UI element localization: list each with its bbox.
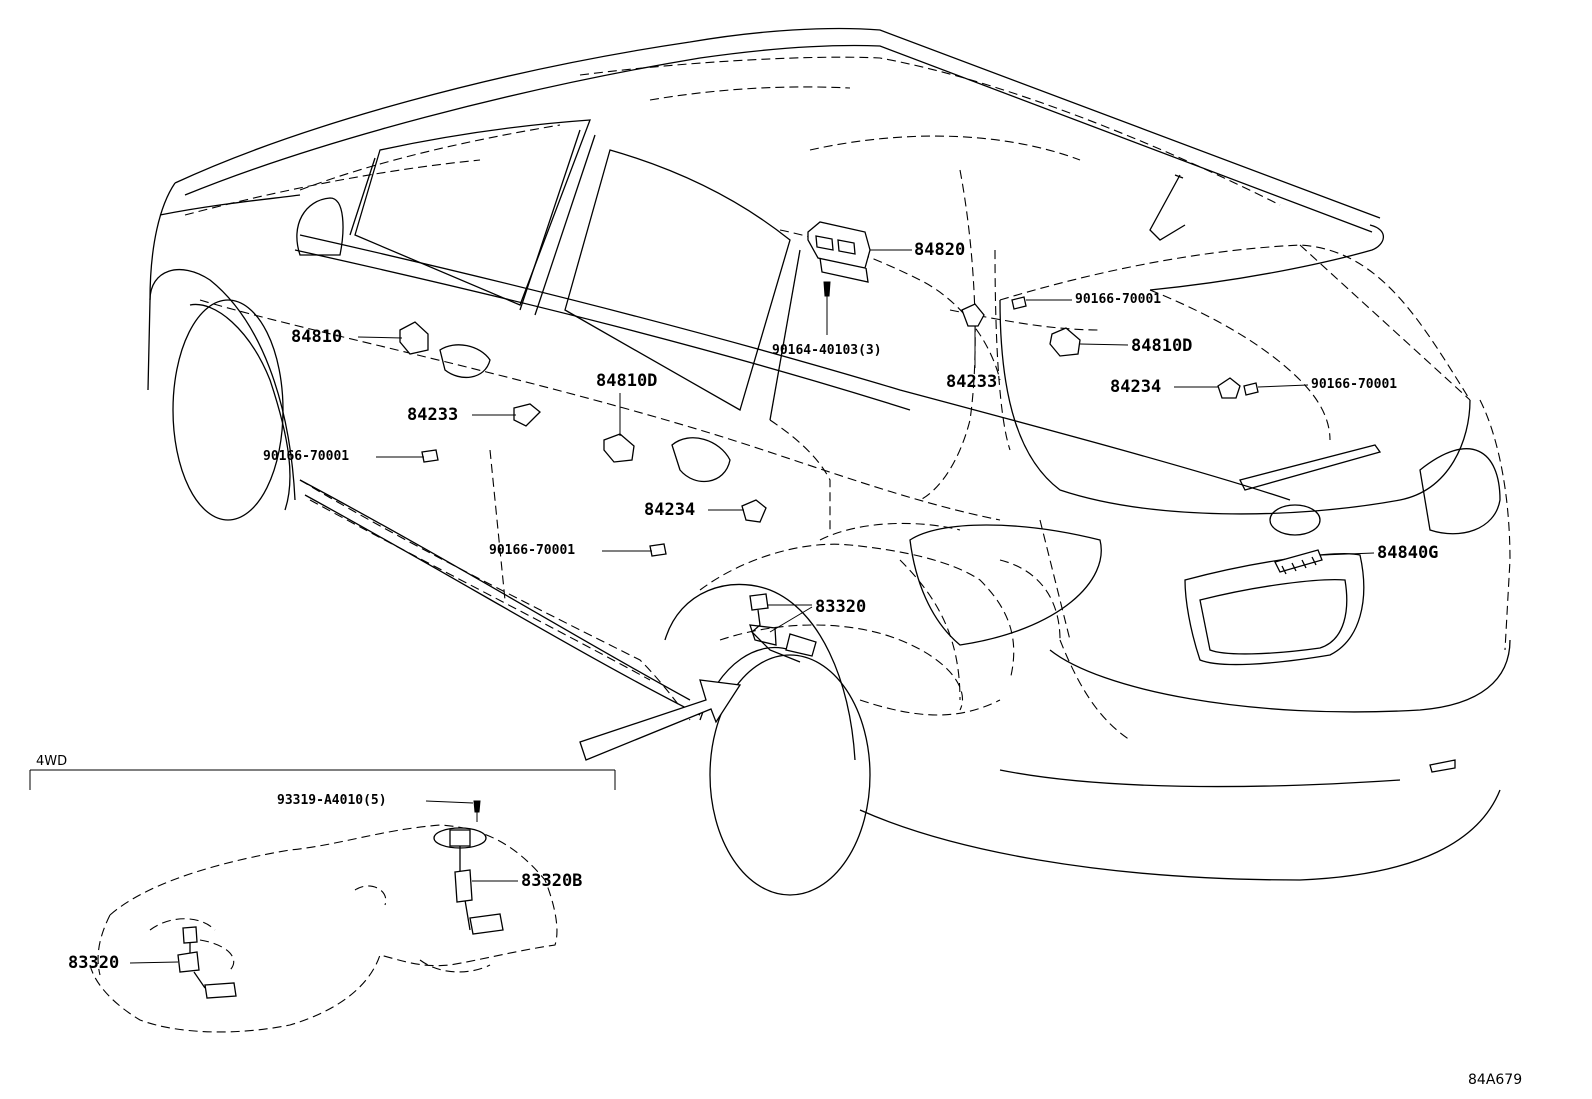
leader-lines (129, 249, 1375, 964)
callout-90166-70001-right: 90166-70001 (1311, 377, 1398, 392)
callout-84820: 84820 (914, 240, 966, 260)
part-84840G-switch (1274, 549, 1323, 573)
part-84233-right (961, 303, 985, 327)
car-body-outline (147, 27, 1511, 896)
callout-83320-inset: 83320 (68, 953, 120, 973)
part-84234-mid (741, 499, 767, 523)
part-84234-right (1217, 377, 1241, 399)
callout-84840G: 84840G (1377, 543, 1439, 563)
callout-84810D-mid: 84810D (596, 371, 658, 391)
callout-90164-40103: 90164-40103(3) (772, 343, 882, 358)
inset-pointer-arrow (579, 679, 742, 761)
part-84810D-right (1049, 327, 1081, 357)
part-84810-left (399, 321, 429, 355)
callout-83320B: 83320B (521, 871, 583, 891)
parts (399, 221, 1323, 761)
part-83320-main-sender (749, 593, 817, 663)
part-84810D-mid (603, 433, 635, 463)
part-90166-left-screw (421, 449, 439, 463)
callout-84233-right: 84233 (946, 372, 998, 392)
hidden-lines (184, 56, 1511, 741)
part-84820-switch (807, 221, 871, 283)
callout-90166-70001-left: 90166-70001 (263, 449, 350, 464)
callout-84234-right: 84234 (1110, 377, 1162, 397)
drawing-code: 84A679 (1468, 1072, 1523, 1088)
part-84233-left (513, 403, 541, 427)
callout-90166-70001-top: 90166-70001 (1075, 292, 1162, 307)
callout-84233-left: 84233 (407, 405, 459, 425)
part-90166-top-screw (1011, 296, 1027, 310)
part-90166-right-screw (1243, 382, 1259, 396)
callout-90166-70001-mid: 90166-70001 (489, 543, 576, 558)
callout-84234-mid: 84234 (644, 500, 696, 520)
callout-83320-main: 83320 (815, 597, 867, 617)
part-90164-screw (823, 281, 831, 297)
inset-title-4wd: 4WD (36, 754, 68, 769)
callout-84810-left: 84810 (291, 327, 343, 347)
callout-84810D-right: 84810D (1131, 336, 1193, 356)
callout-93319-A4010: 93319-A4010(5) (277, 793, 387, 808)
part-90166-mid-screw (649, 543, 667, 557)
inset-4wd (29, 769, 616, 1033)
